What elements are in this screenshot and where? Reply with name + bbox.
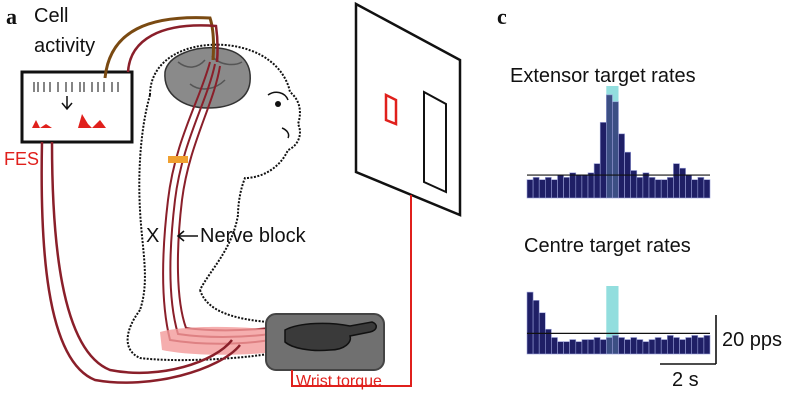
histogram-bar <box>593 337 601 355</box>
histogram-bar <box>648 339 656 355</box>
forearm-muscle <box>160 326 275 355</box>
histogram-bar <box>685 174 692 199</box>
histogram-bar <box>599 339 607 355</box>
spinal-marker <box>168 156 188 163</box>
histogram-bar <box>526 179 534 199</box>
cell-activity-monitor <box>20 70 134 144</box>
histogram-bar <box>624 339 631 355</box>
centre-chart-title: Centre target rates <box>524 235 691 257</box>
histogram-bar <box>703 179 711 199</box>
fes-cables <box>40 141 241 384</box>
recording-cable <box>103 16 216 79</box>
histogram-bar <box>654 337 662 355</box>
histogram-bar <box>636 177 644 199</box>
histogram-bar <box>544 177 552 199</box>
histogram-bar <box>612 101 619 199</box>
histogram-bar <box>569 339 577 355</box>
histogram-bar <box>703 335 711 355</box>
histogram-bar <box>605 94 613 199</box>
histogram-bar <box>679 339 686 355</box>
histogram-bar <box>587 172 595 199</box>
histogram-bar <box>685 337 692 355</box>
histogram-bar <box>599 122 607 199</box>
extensor-rates-chart <box>526 86 711 199</box>
histogram-bar <box>673 163 680 199</box>
histogram-bar <box>557 341 564 355</box>
cell-activity-label-line2: activity <box>34 35 96 57</box>
histogram-bar <box>654 179 662 199</box>
wrist-torque-label: Wrist torque <box>296 373 382 390</box>
histogram-bar <box>612 335 619 355</box>
nerve-block-arrow <box>176 230 198 242</box>
panel-letter-a: a <box>6 4 17 29</box>
histogram-bar <box>551 179 558 199</box>
histogram-bar <box>569 172 577 199</box>
histogram-bar <box>691 179 699 199</box>
fes-label: FES <box>4 149 40 169</box>
histogram-bar <box>648 177 656 199</box>
histogram-bar <box>575 341 583 355</box>
histogram-bar <box>557 174 564 199</box>
histogram-bar <box>563 177 570 199</box>
histogram-bar <box>587 339 595 355</box>
histogram-bar <box>538 179 546 199</box>
wrist-manipulandum <box>265 313 385 371</box>
histogram-bar <box>605 337 613 355</box>
nerve-block-label: Nerve block <box>200 225 306 247</box>
centre-rates-chart <box>526 286 711 355</box>
wrist-torque-wire <box>291 195 412 387</box>
histogram-bar <box>697 177 705 199</box>
histogram-bar <box>642 172 650 199</box>
histogram-bar <box>660 179 668 199</box>
histogram-bar <box>630 337 638 355</box>
histogram-bar <box>660 339 668 355</box>
histogram-bar <box>618 133 625 199</box>
brain-shape <box>164 46 251 109</box>
nerve-block-mark: X <box>146 225 160 247</box>
stim-cable-1 <box>126 24 219 73</box>
scale-x-label: 2 s <box>672 369 699 391</box>
histogram-bar <box>563 341 570 355</box>
histogram-bar <box>551 337 558 355</box>
histogram-bar <box>593 163 601 199</box>
histogram-bar <box>666 335 674 355</box>
cell-activity-label-line1: Cell <box>34 5 69 27</box>
histogram-bar <box>532 300 540 355</box>
histogram-bar <box>581 174 589 199</box>
histogram-bar <box>666 177 674 199</box>
histogram-bar <box>636 339 644 355</box>
histogram-bar <box>679 167 686 199</box>
target-screen <box>354 1 462 217</box>
histogram-bar <box>697 337 705 355</box>
scale-y-label: 20 pps <box>722 329 783 351</box>
histogram-bar <box>532 177 540 199</box>
histogram-bar <box>581 339 589 355</box>
histogram-bar <box>618 337 625 355</box>
histogram-bar <box>575 174 583 199</box>
histogram-bar <box>691 335 699 355</box>
extensor-chart-title: Extensor target rates <box>510 65 696 87</box>
histogram-bar <box>642 341 650 355</box>
panel-letter-c: c <box>497 4 507 29</box>
scale-bars <box>660 315 717 365</box>
histogram-bar <box>673 337 680 355</box>
histogram-bar <box>526 291 534 355</box>
